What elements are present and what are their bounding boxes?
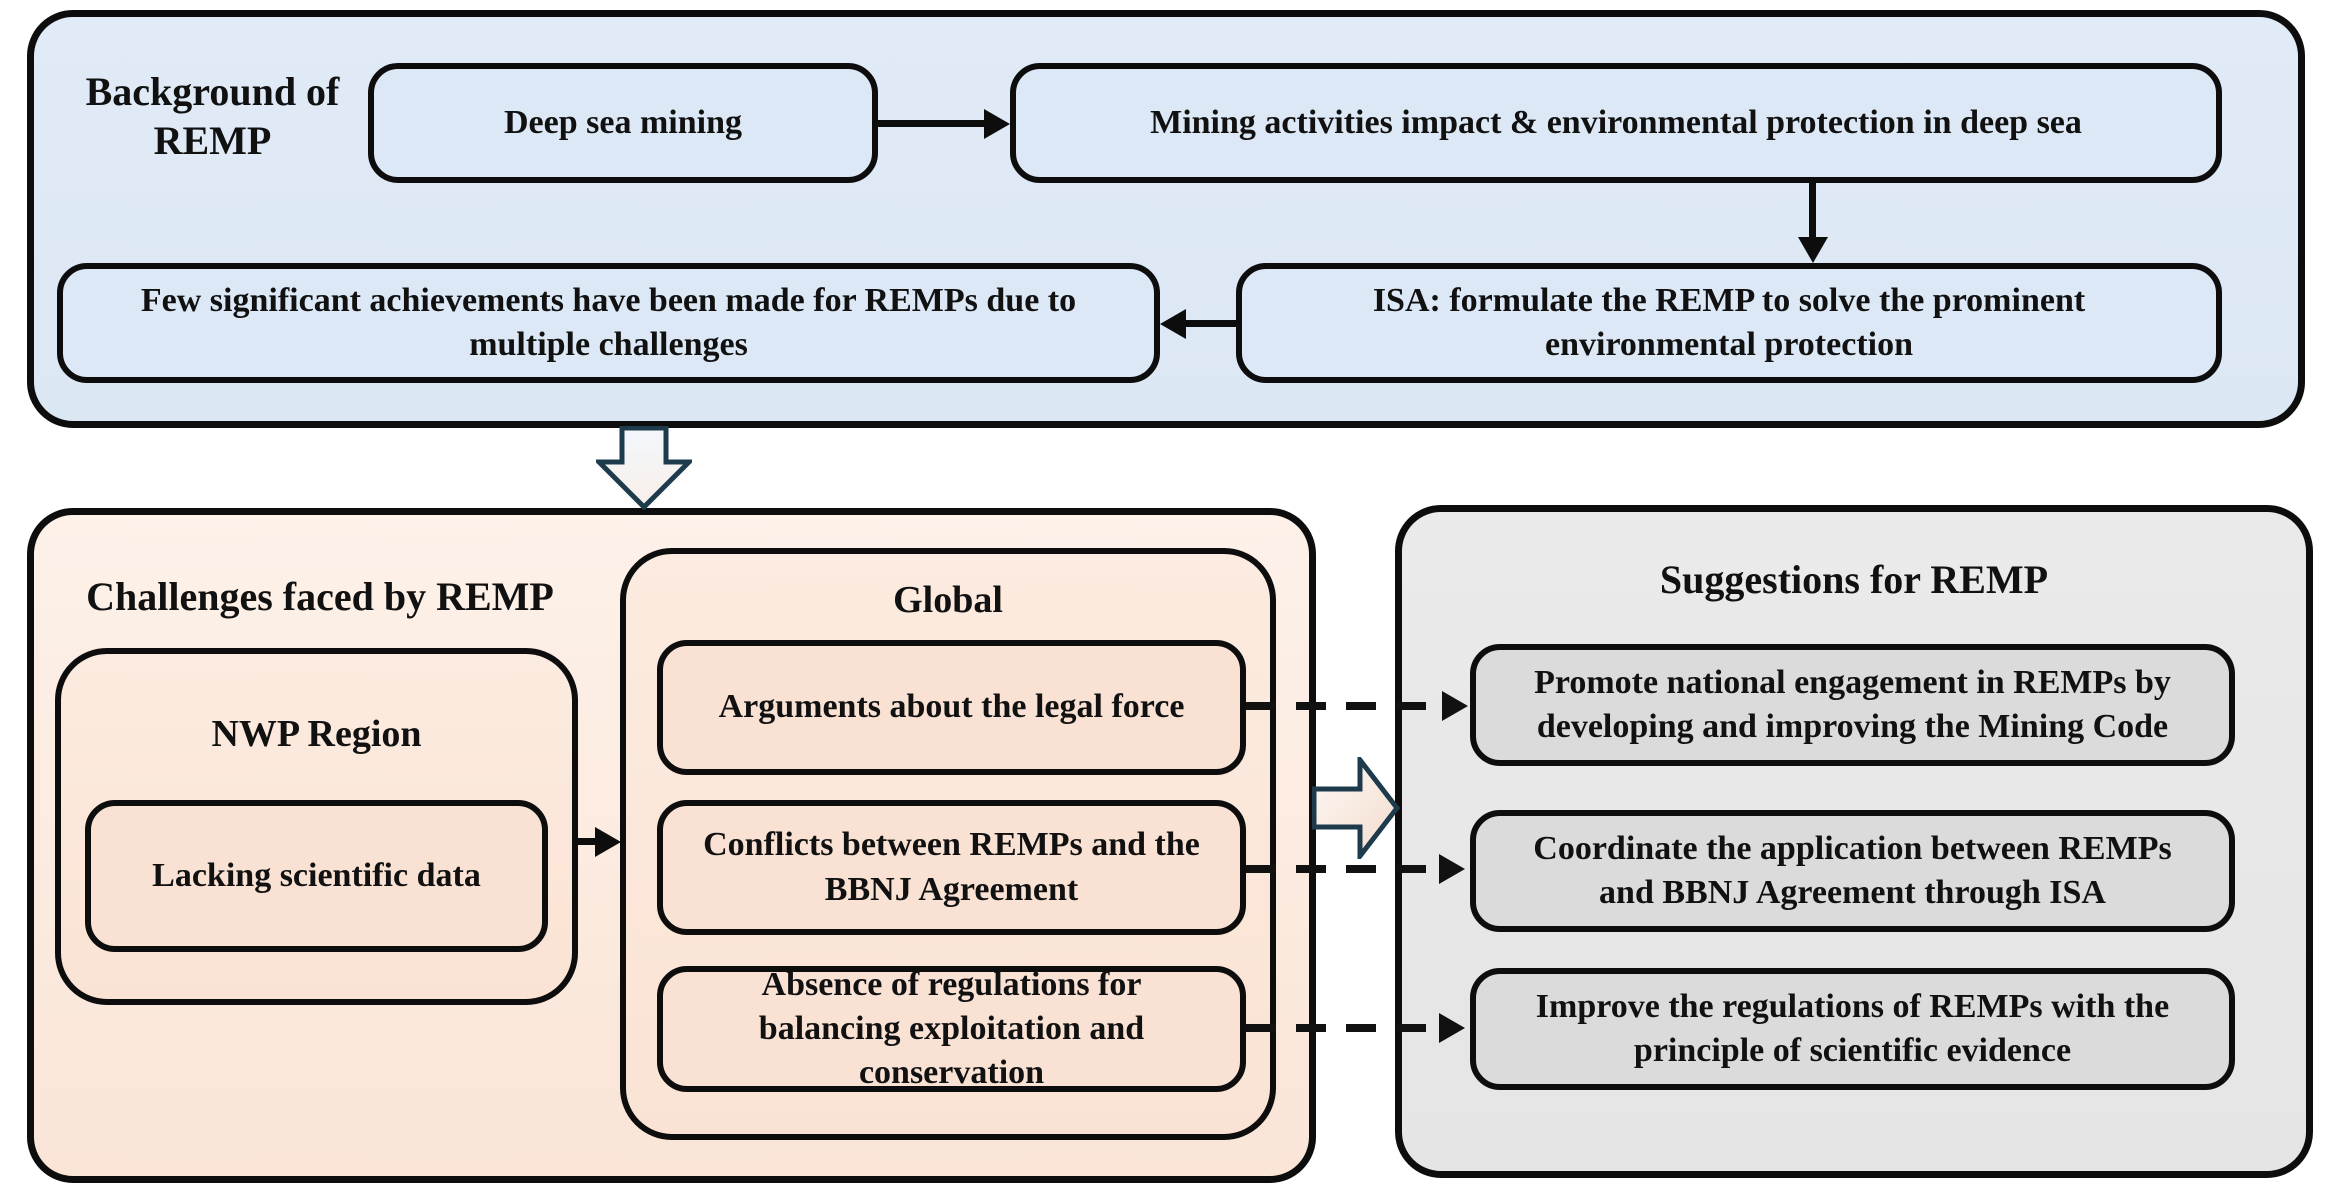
suggestion-item-label: Coordinate the application between REMPs…: [1533, 829, 2172, 911]
isa-box: ISA: formulate the REMP to solve the pro…: [1236, 263, 2222, 383]
suggestions-section-title: Suggestions for REMP: [1659, 557, 2049, 602]
global-item-label: Arguments about the legal force: [718, 688, 1185, 726]
global-item-absence-regulations: Absence of regulations for balancing exp…: [657, 966, 1246, 1092]
challenges-section-title: Challenges faced by REMP: [86, 574, 554, 619]
global-item-label: Absence of regulations for balancing exp…: [758, 965, 1145, 1092]
down-block-arrow-icon: [596, 426, 692, 510]
arrow-nwp-to-global: [578, 838, 596, 845]
suggestion-item-scientific-evidence: Improve the regulations of REMPs with th…: [1470, 968, 2235, 1090]
dashed-arrow-absence-to-improve: [1246, 1024, 1441, 1032]
arrow-isa-to-few: [1185, 320, 1236, 327]
suggestion-item-mining-code: Promote national engagement in REMPs by …: [1470, 644, 2235, 766]
dashed-arrow-conflict-to-coordinate: [1246, 865, 1441, 873]
mining-impact-box: Mining activities impact & environmental…: [1010, 63, 2222, 183]
few-achievements-box: Few significant achievements have been m…: [57, 263, 1160, 383]
lacking-data-label: Lacking scientific data: [152, 856, 481, 894]
global-item-bbnj-conflict: Conflicts between REMPs and the BBNJ Agr…: [657, 800, 1246, 935]
global-item-label: Conflicts between REMPs and the BBNJ Agr…: [703, 826, 1200, 908]
deep-sea-mining-box: Deep sea mining: [368, 63, 878, 183]
right-block-arrow-icon: [1312, 757, 1400, 859]
dashed-arrow-legal-to-promote: [1246, 702, 1444, 710]
deep-sea-mining-label: Deep sea mining: [504, 103, 742, 141]
arrow-deepsea-to-mining: [878, 120, 985, 127]
nwp-region-title: NWP Region: [211, 713, 422, 755]
suggestion-item-label: Promote national engagement in REMPs by …: [1534, 663, 2171, 745]
background-section-title: Background of REMP: [85, 69, 340, 163]
few-achievements-label: Few significant achievements have been m…: [140, 281, 1077, 363]
global-title: Global: [893, 579, 1003, 621]
mining-impact-label: Mining activities impact & environmental…: [1150, 103, 2082, 141]
isa-label: ISA: formulate the REMP to solve the pro…: [1372, 281, 2086, 363]
global-item-legal-force: Arguments about the legal force: [657, 640, 1246, 775]
arrow-mining-to-isa: [1809, 183, 1816, 238]
suggestion-item-coordinate-bbnj: Coordinate the application between REMPs…: [1470, 810, 2235, 932]
lacking-data-box: Lacking scientific data: [85, 800, 548, 952]
suggestion-item-label: Improve the regulations of REMPs with th…: [1535, 987, 2170, 1069]
